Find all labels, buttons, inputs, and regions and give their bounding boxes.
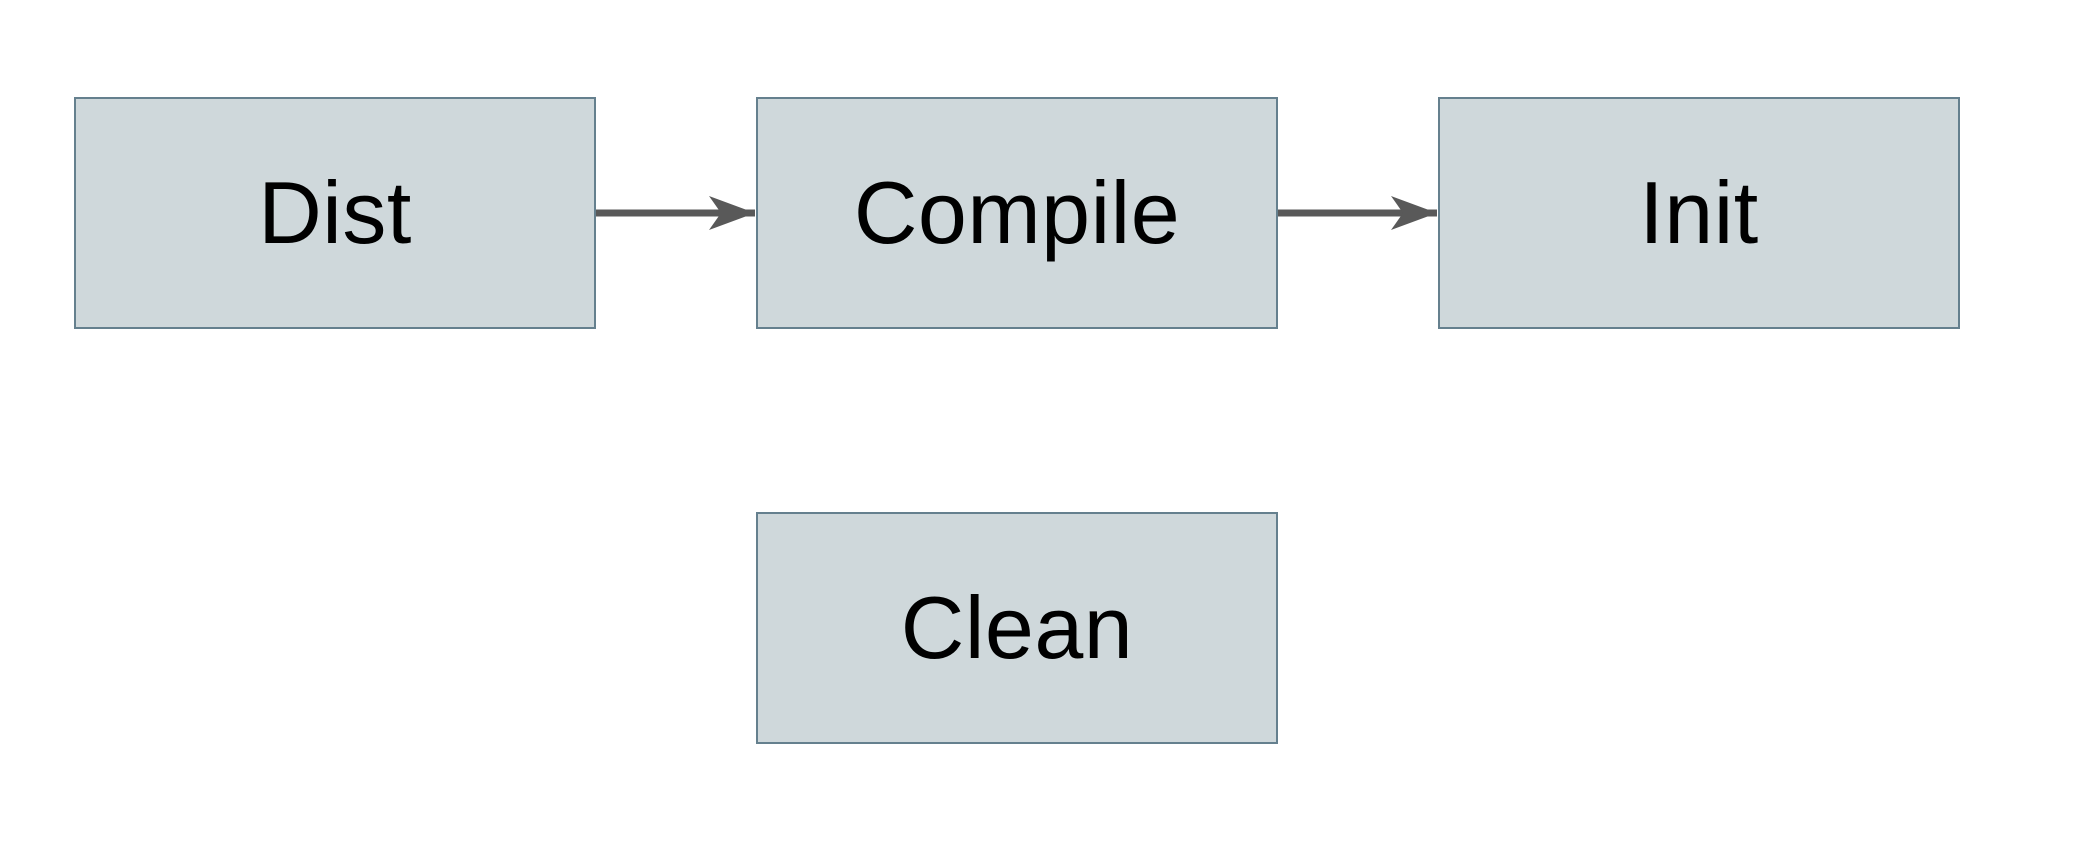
node-compile-label: Compile	[853, 163, 1181, 262]
node-compile[interactable]: Compile	[756, 97, 1278, 329]
node-init[interactable]: Init	[1438, 97, 1960, 329]
node-init-label: Init	[1639, 163, 1759, 262]
node-clean-label: Clean	[900, 578, 1134, 677]
node-dist-label: Dist	[258, 163, 412, 262]
node-dist[interactable]: Dist	[74, 97, 596, 329]
node-clean[interactable]: Clean	[756, 512, 1278, 744]
